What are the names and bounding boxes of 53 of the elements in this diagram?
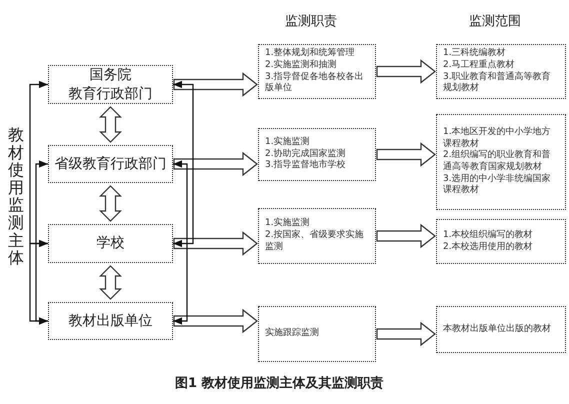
hollow-arrow bbox=[376, 142, 436, 167]
node-text: 2.协助完成国家监测 bbox=[265, 148, 347, 160]
duty-box bbox=[258, 44, 376, 99]
node-text: 1.整体规划和统筹管理 bbox=[265, 48, 356, 60]
node-text: 2.马工程重点教材 bbox=[443, 60, 516, 71]
node-text: 实施跟踪监测 bbox=[265, 328, 320, 340]
hollow-arrow bbox=[99, 265, 122, 300]
node-text: 3.选用的中小学非统编国家课程教材 bbox=[443, 174, 552, 198]
connector-arrow bbox=[35, 160, 48, 325]
node-text: 1.本地区开发的中小学地方课程教材 bbox=[443, 126, 552, 149]
subject-box bbox=[48, 224, 173, 263]
node-text: 3.指导监督地市学校 bbox=[265, 160, 347, 172]
node-text: 2.按国家、省级要求实施监测 bbox=[265, 230, 365, 254]
hollow-arrow bbox=[173, 72, 258, 97]
node-text: 省级教育行政部门 bbox=[54, 154, 166, 174]
hollow-arrow bbox=[173, 308, 258, 334]
node-text: 3.指导督促各地各校各出版单位 bbox=[265, 72, 365, 95]
hollow-arrow bbox=[376, 224, 436, 248]
hollow-arrow bbox=[173, 152, 258, 176]
hollow-arrow bbox=[99, 106, 122, 143]
duty-box bbox=[258, 306, 376, 362]
node-text: 1.本校组织编写的教材 bbox=[443, 230, 534, 242]
node-text: 本教材出版单位出版的教材 bbox=[443, 324, 552, 336]
node-text: 3.职业教育和普通高等教育规划教材 bbox=[443, 72, 552, 95]
node-text: 学校 bbox=[96, 234, 124, 253]
node-text: 1.实施监测 bbox=[265, 136, 311, 148]
node-text: 2.本校选用使用的教材 bbox=[443, 242, 534, 254]
hollow-arrow bbox=[173, 231, 258, 256]
node-text: 教育行政部门 bbox=[68, 84, 152, 104]
hollow-arrow bbox=[99, 185, 122, 222]
duty-box bbox=[258, 208, 376, 264]
subject-box bbox=[48, 65, 173, 104]
hollow-arrow bbox=[376, 59, 436, 84]
hollow-arrow bbox=[376, 322, 436, 346]
node-text: 国务院 bbox=[90, 66, 132, 84]
node-text: 2.组织编写的职业教育和普通高等教育国家规划教材 bbox=[443, 150, 552, 174]
connector-arrow bbox=[173, 160, 188, 325]
connector-arrow bbox=[173, 80, 194, 248]
node-text: 2.实施监测和抽测 bbox=[265, 60, 338, 72]
duty-box bbox=[258, 128, 376, 181]
node-text: 1.实施监测 bbox=[265, 218, 311, 230]
scope-box bbox=[436, 219, 566, 264]
scope-box bbox=[436, 306, 566, 353]
figure-caption: 图1 教材使用监测主体及其监测职责 bbox=[175, 374, 384, 392]
column-header: 监测职责 bbox=[285, 13, 337, 30]
subject-box bbox=[48, 145, 173, 183]
scope-box bbox=[436, 114, 566, 210]
node-text: 教材出版单位 bbox=[68, 312, 152, 330]
vertical-label: 教材使用监测主体 bbox=[8, 126, 24, 267]
column-header: 监测范围 bbox=[469, 13, 521, 30]
subject-box bbox=[48, 302, 173, 340]
node-text: 1.三科统编教材 bbox=[443, 48, 507, 60]
scope-box bbox=[436, 44, 566, 99]
